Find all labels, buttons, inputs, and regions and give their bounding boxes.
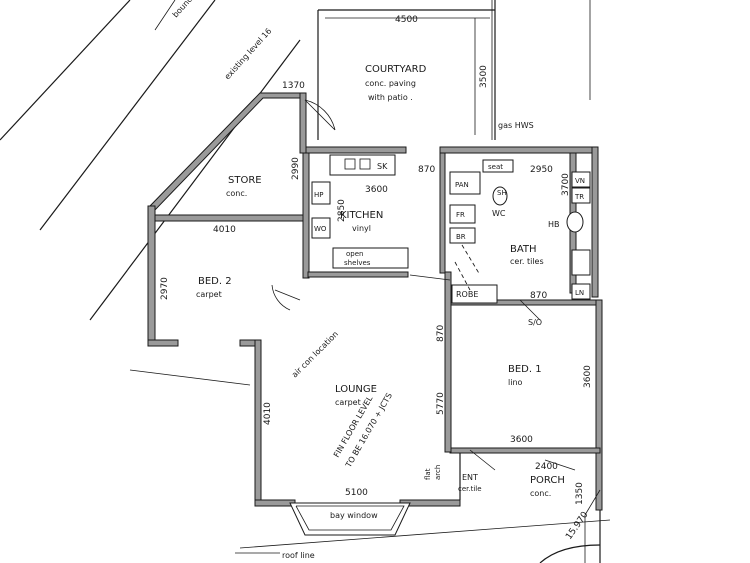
flat-arch-label-1: flat [424, 468, 432, 480]
bay-window [289, 502, 411, 536]
open-shelves-label-2: shelves [344, 259, 371, 267]
vn-label: VN [575, 177, 585, 185]
dim-3700: 3700 [561, 173, 571, 196]
bath-fixtures [449, 159, 591, 300]
kitchen-fixtures [311, 154, 409, 269]
courtyard-detail-1: conc. paving [365, 79, 416, 88]
store-name: STORE [228, 175, 262, 186]
hp-label: HP [314, 191, 324, 199]
dim-15970: 15.970 [564, 510, 590, 542]
interior-walls [154, 152, 597, 453]
existing-level-note: existing level 16 [223, 26, 274, 81]
seat-label: seat [488, 163, 503, 171]
store-detail: conc. [226, 189, 247, 198]
dim-2850: 2850 [337, 199, 347, 222]
door-swings [271, 99, 601, 516]
kitchen-name: KITCHEN [340, 210, 383, 221]
dim-4500: 4500 [395, 15, 418, 25]
so-label: S/O [528, 318, 542, 327]
dim-2950: 2950 [530, 165, 553, 175]
dim-870-lounge: 870 [436, 325, 446, 342]
hb-label: HB [548, 220, 560, 229]
dim-1350: 1350 [575, 482, 585, 505]
air-con-note: air con location [290, 329, 340, 379]
kitchen-detail: vinyl [352, 224, 371, 233]
dim-870-robe: 870 [530, 291, 547, 301]
dim-870-top: 870 [418, 165, 435, 175]
dim-2990: 2990 [291, 157, 301, 180]
courtyard-outline [317, 0, 591, 140]
br-label: BR [456, 233, 466, 241]
dim-5100: 5100 [345, 488, 368, 498]
fixture-labels: SK seat PAN SH FR WC BR HB VN TR WO HP L… [314, 162, 585, 480]
dim-4010-lounge: 4010 [263, 402, 273, 425]
boundary-lines [0, 0, 301, 321]
tr-label: TR [574, 193, 584, 201]
sink-label: SK [377, 162, 388, 171]
flat-arch-label-2: arch [434, 465, 442, 480]
dim-2970: 2970 [160, 277, 170, 300]
dim-3600-bottom: 3600 [510, 435, 533, 445]
bay-window-note: bay window [330, 511, 378, 520]
robe-cabinet [451, 284, 498, 304]
gas-hws-note: gas HWS [498, 121, 534, 130]
bed2-name: BED. 2 [198, 276, 232, 287]
dim-1370: 1370 [282, 81, 305, 91]
wc-label: WC [492, 209, 506, 218]
lower-outline [129, 369, 611, 563]
bath-name: BATH [510, 244, 537, 255]
dim-4010-bed2: 4010 [213, 225, 236, 235]
bath-detail: cer. tiles [510, 257, 544, 266]
dim-3600-bed1: 3600 [583, 365, 593, 388]
shower-label: SH [497, 189, 507, 197]
boundary-note: bound [171, 0, 195, 19]
exterior-walls [147, 92, 603, 511]
lounge-name: LOUNGE [335, 384, 377, 395]
bed2-detail: carpet [196, 290, 222, 299]
dim-3500: 3500 [479, 65, 489, 88]
pan-label: PAN [455, 181, 469, 189]
porch-name: PORCH [530, 475, 565, 486]
courtyard-detail-2: with patio . [368, 93, 413, 102]
ln-label: LN [575, 289, 584, 297]
porch-detail: conc. [530, 489, 551, 498]
bed1-name: BED. 1 [508, 364, 542, 375]
open-shelves-label-1: open [346, 250, 363, 258]
lounge-detail: carpet [335, 398, 361, 407]
robe-label: ROBE [456, 290, 478, 299]
fridge-label: FR [456, 211, 465, 219]
courtyard-name: COURTYARD [365, 64, 427, 75]
ent-detail: cer.tile [458, 485, 482, 493]
wo-label: WO [314, 225, 327, 233]
dim-2400: 2400 [535, 462, 558, 472]
dim-5770: 5770 [436, 392, 446, 415]
dim-3600-kitchen: 3600 [365, 185, 388, 195]
ent-name: ENT [462, 473, 478, 482]
bed1-detail: lino [508, 378, 523, 387]
room-labels: COURTYARD conc. paving with patio . STOR… [196, 64, 565, 498]
roof-line-note: roof line [282, 551, 315, 560]
